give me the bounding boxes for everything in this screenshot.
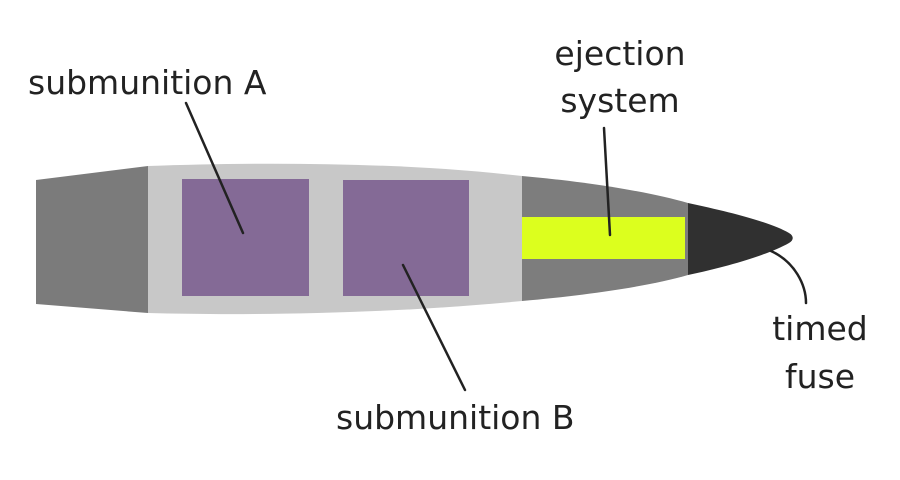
timed-fuse-label-line2: fuse (785, 357, 855, 396)
submunition-a-block (182, 179, 309, 296)
submunition-a-label: submunition A (28, 63, 267, 102)
ejection-charge-block (522, 217, 685, 259)
tail-section (36, 166, 148, 313)
submunition-a-leader (184, 101, 245, 235)
fuse-cone (688, 203, 793, 275)
submunition-b-leader (401, 263, 467, 392)
ejection-system-label-line2: system (560, 81, 679, 120)
timed-fuse-label-line1: timed (772, 309, 868, 348)
submunition-b-block (343, 180, 469, 296)
timed-fuse-leader (769, 249, 808, 305)
submunition-b-label: submunition B (336, 398, 575, 437)
ejection-system-leader (602, 126, 612, 237)
ejection-system-label-line1: ejection (554, 34, 685, 73)
